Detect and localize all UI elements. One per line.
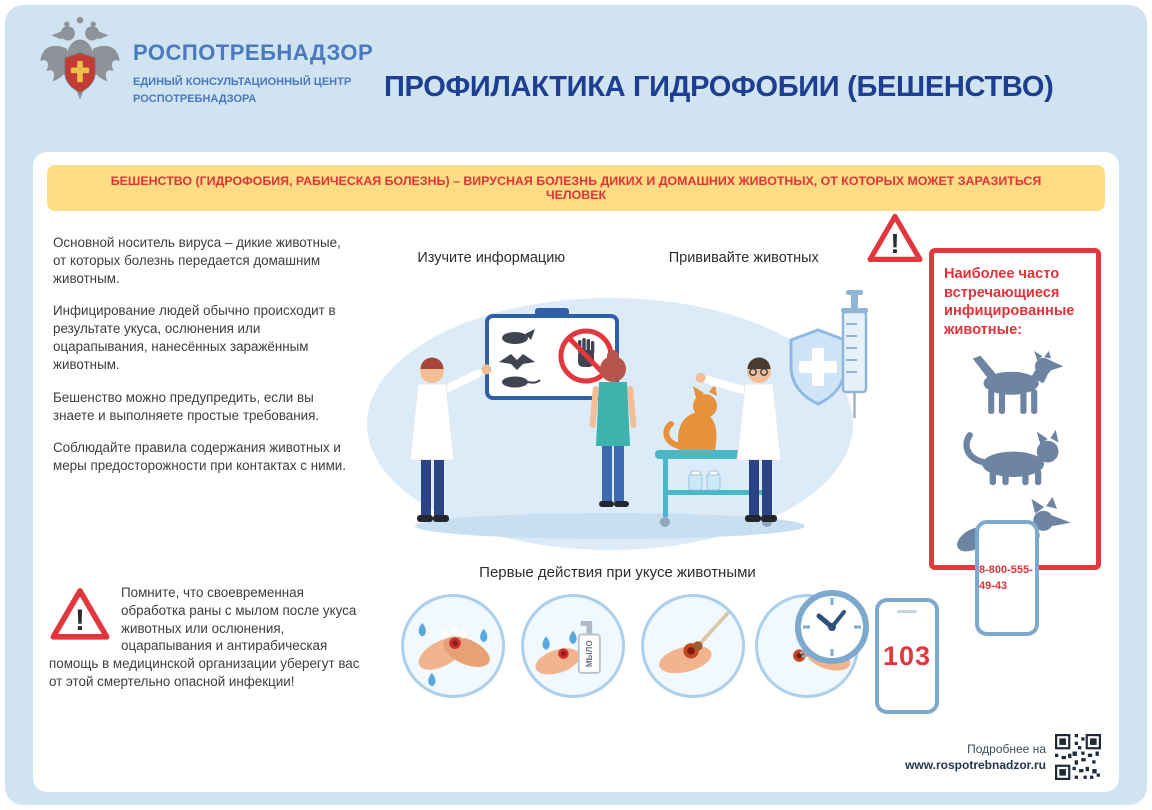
reminder-text: Помните, что своевременная обработка ран… <box>49 585 360 690</box>
definition-banner: БЕШЕНСТВО (ГИДРОФОБИЯ, РАБИЧЕСКАЯ БОЛЕЗН… <box>47 165 1105 211</box>
info-paragraph: Основной носитель вируса – дикие животны… <box>53 235 341 286</box>
qr-code-icon <box>1055 734 1101 780</box>
first-aid-step-wash <box>401 594 505 698</box>
hotline-phone: 8-800-555-49-43 <box>975 520 1039 636</box>
veterinarian <box>695 357 782 522</box>
warning-triangle-icon: ! <box>50 588 110 640</box>
info-paragraph: Инфицирование людей обычно происходит в … <box>53 303 336 372</box>
org-name: РОСПОТРЕБНАДЗОР <box>133 40 374 65</box>
exclamation-mark: ! <box>75 604 85 637</box>
page-title: ПРОФИЛАКТИКА ГИДРОФОБИИ (БЕШЕНСТВО) <box>384 71 1054 104</box>
first-aid-step-antiseptic <box>641 594 745 698</box>
footer-text: Подробнее на www.rospotrebnadzor.ru <box>905 741 1046 773</box>
emergency-phone-icon: 103 <box>875 598 939 714</box>
scene-labels: Изучите информацию Прививайте животных <box>365 250 870 266</box>
emergency-number: 103 <box>882 640 932 671</box>
cat-icon <box>963 429 1059 485</box>
doctor-presenter <box>409 357 492 522</box>
first-aid-step-soap: МЫЛО <box>521 594 625 698</box>
phone-speaker <box>897 610 917 613</box>
first-aid-title: Первые действия при укусе животными <box>479 564 756 581</box>
woman-visitor <box>589 350 637 507</box>
definition-banner-text: БЕШЕНСТВО (ГИДРОФОБИЯ, РАБИЧЕСКАЯ БОЛЕЗН… <box>110 174 1042 202</box>
wash-hands-icon <box>418 622 490 687</box>
info-paragraph: Соблюдайте правила содержания животных и… <box>53 440 346 474</box>
label-vaccinate: Прививайте животных <box>668 250 819 266</box>
exclamation-mark: ! <box>890 228 899 259</box>
center-name-line2: РОСПОТРЕБНАДЗОРА <box>133 92 257 105</box>
rospotrebnadzor-emblem-icon <box>40 16 120 100</box>
dog-icon <box>972 350 1064 414</box>
label-learn-info: Изучите информацию <box>417 250 566 266</box>
antiseptic-swab-icon <box>659 611 730 674</box>
clinic-scene-illustration <box>367 290 868 550</box>
info-paragraph: Бешенство можно предупредить, если вы зн… <box>53 389 320 423</box>
clinic-scene: Изучите информацию Прививайте животных <box>365 250 870 564</box>
cat-patient <box>663 384 717 450</box>
infected-animals-title: Наиболее часто встречающиеся инфицирован… <box>944 266 1075 339</box>
soap-label: МЫЛО <box>585 640 594 667</box>
footer: Подробнее на www.rospotrebnadzor.ru <box>905 734 1101 780</box>
website-url: www.rospotrebnadzor.ru <box>905 758 1046 772</box>
syringe-icon <box>841 290 868 418</box>
content-card: БЕШЕНСТВО (ГИДРОФОБИЯ, РАБИЧЕСКАЯ БОЛЕЗН… <box>33 152 1119 792</box>
information-board <box>485 308 619 400</box>
center-name-line1: ЕДИНЫЙ КОНСУЛЬТАЦИОННЫЙ ЦЕНТР <box>133 76 352 88</box>
info-column: Основной носитель вируса – дикие животны… <box>53 234 353 490</box>
org-subtitle: ЕДИНЫЙ КОНСУЛЬТАЦИОННЫЙ ЦЕНТР РОСПОТРЕБН… <box>133 74 1039 636</box>
warning-triangle-icon: ! <box>867 213 923 262</box>
clock-icon <box>795 590 869 664</box>
soap-bottle-icon: МЫЛО <box>535 621 601 675</box>
no-touching-animals-sign-icon <box>558 328 614 384</box>
reminder-block: ! Помните, что своевременная обработка р… <box>49 584 361 691</box>
more-info-label: Подробнее на <box>967 741 1046 756</box>
